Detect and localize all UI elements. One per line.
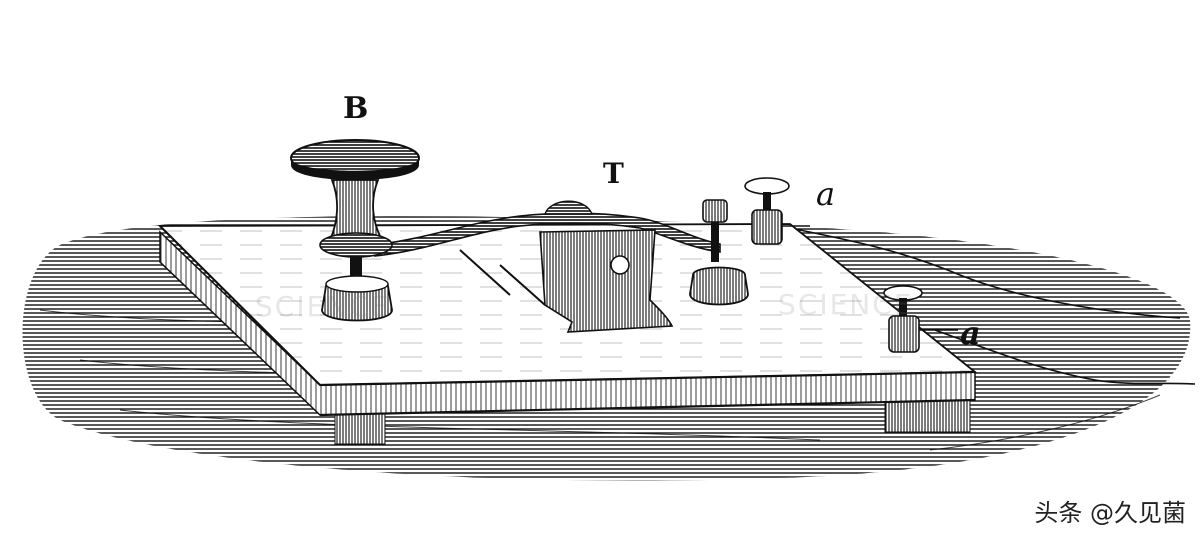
watermark-right: SCIENCE [778,288,914,321]
terminal-upper-cap [744,177,790,195]
contact-anvil [689,266,749,306]
contact-screw-head [702,199,728,223]
button-stem [328,179,384,241]
button-collar [319,232,393,258]
terminal-upper-post [751,209,783,245]
terminal-lower-post [888,315,920,353]
label-terminal-a-lower: a [960,314,981,352]
button-knob-rim [291,158,419,180]
button-spindle [350,256,362,276]
pivot-pin [610,255,630,275]
watermark-left: SCIENCE [255,290,391,323]
lever-arm [374,212,721,257]
pivot-bracket [539,229,674,333]
label-terminal-a-upper: a [816,175,836,213]
lever-fulcrum-cap [544,200,594,215]
label-button-b: B [343,91,369,126]
wires [779,225,1196,385]
label-lever-t: T [603,157,624,190]
source-credit: 头条 @久见菌 [1034,499,1186,527]
